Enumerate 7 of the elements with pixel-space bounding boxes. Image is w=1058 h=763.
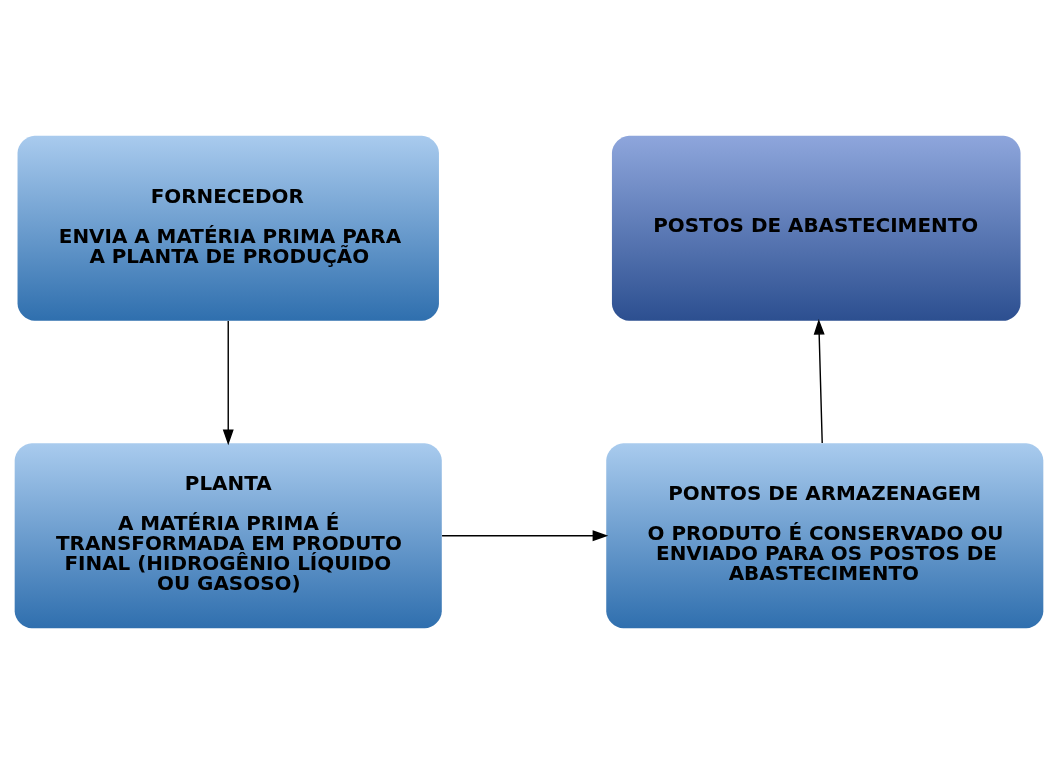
arrow	[222, 319, 234, 445]
node-box: PONTOS DE ARMAZENAGEM O PRODUTO É CONSERVADO OU ENVIADO PARA OS POSTOS DE ABASTECIMENTO	[606, 442, 1044, 628]
arrow	[813, 318, 825, 444]
node-box: FORNECEDOR ENVIA A MATÉRIA PRIMA PARA A PLANTA DE PRODUÇÃO	[17, 135, 439, 321]
node-box: POSTOS DE ABASTECIMENTO	[611, 135, 1021, 321]
node-box: PLANTA A MATÉRIA PRIMA É TRANSFORMADA EM PRODUTO FINAL (HIDROGÊNIO LÍQUIDO OU GASOSO)	[14, 442, 442, 628]
arrow	[441, 529, 609, 541]
